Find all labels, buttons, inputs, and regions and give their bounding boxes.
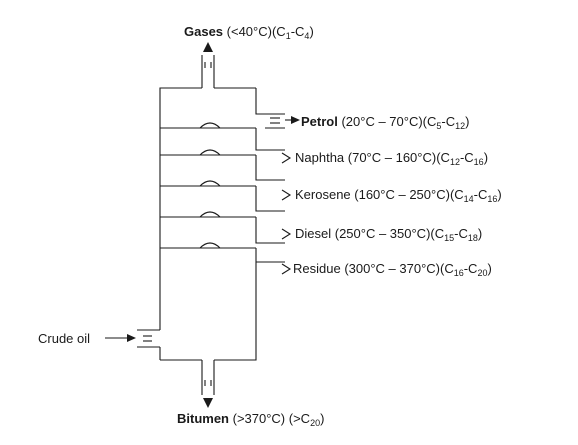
- fraction-range-sub-2: 16: [474, 157, 484, 167]
- bubble-cap-1: [199, 122, 221, 129]
- fraction-label-kerosene: Kerosene (160°C – 250°C)(C14-C16): [295, 187, 502, 204]
- bitumen-name: Bitumen: [177, 411, 229, 426]
- fraction-label-residue: Residue (300°C – 370°C)(C16-C20): [293, 261, 492, 278]
- fraction-range-suffix: ): [465, 114, 469, 129]
- fraction-range-sub-2: 12: [455, 121, 465, 131]
- gases-range-prefix: (C: [272, 24, 286, 39]
- bubble-cap-3: [199, 180, 221, 187]
- fraction-temp: (160°C – 250°C): [351, 187, 450, 202]
- bitumen-range-prefix: (>C: [289, 411, 310, 426]
- fraction-range-prefix: (C: [423, 114, 437, 129]
- side-draw-arrows: [281, 152, 292, 275]
- fraction-range-sub-1: 5: [436, 121, 441, 131]
- column-trays: [160, 122, 256, 249]
- bitumen-range-sub-1: 20: [310, 418, 320, 428]
- fraction-name: Diesel: [295, 226, 331, 241]
- fraction-range-mid: -C: [460, 150, 474, 165]
- kerosene-arrow-icon: [281, 189, 292, 201]
- distillation-column: [159, 87, 257, 361]
- right-wall-segment-5: [255, 217, 285, 244]
- bubble-cap-4: [199, 211, 221, 218]
- fraction-range-prefix: (C: [436, 150, 450, 165]
- bubble-cap-2: [199, 149, 221, 156]
- feed-arrow-icon: [127, 334, 136, 342]
- fraction-range-sub-2: 20: [477, 268, 487, 278]
- right-wall-segment-2: [255, 128, 285, 151]
- fraction-name: Residue: [293, 261, 341, 276]
- fraction-range-sub-1: 15: [444, 233, 454, 243]
- gases-range-sub-1: 1: [286, 31, 291, 41]
- right-wall-segment-1: [255, 88, 285, 115]
- column-bottom-wall-right: [214, 262, 257, 361]
- bitumen-arrow-icon: [203, 398, 213, 408]
- fraction-range-suffix: ): [497, 187, 501, 202]
- fraction-range-prefix: (C: [430, 226, 444, 241]
- right-wall-segment-3: [255, 155, 285, 181]
- gases-range-mid: -C: [291, 24, 305, 39]
- fraction-temp: (300°C – 370°C): [341, 261, 440, 276]
- petrol-outlet-pipe: [256, 113, 300, 129]
- gases-arrow-icon: [203, 42, 213, 52]
- column-left-wall: [159, 87, 202, 330]
- gases-name: Gases: [184, 24, 223, 39]
- gases-range-suffix: ): [309, 24, 313, 39]
- fraction-temp: (70°C – 160°C): [344, 150, 436, 165]
- fraction-range-sub-1: 16: [454, 268, 464, 278]
- crude-oil-feed-pipe: [105, 329, 160, 348]
- fraction-name: Kerosene: [295, 187, 351, 202]
- gases-range-sub-2: 4: [304, 31, 309, 41]
- gases-label: Gases (<40°C)(C1-C4): [184, 24, 314, 41]
- fraction-range-prefix: (C: [450, 187, 464, 202]
- bitumen-temp: (>370°C): [229, 411, 289, 426]
- fraction-range-sub-2: 18: [468, 233, 478, 243]
- fraction-range-mid: -C: [474, 187, 488, 202]
- fraction-range-suffix: ): [484, 150, 488, 165]
- right-wall-segment-4: [255, 186, 285, 212]
- bitumen-label: Bitumen (>370°C) (>C20): [177, 411, 324, 428]
- fraction-name: Petrol: [301, 114, 338, 129]
- fraction-temp: (250°C – 350°C): [331, 226, 430, 241]
- fraction-range-mid: -C: [454, 226, 468, 241]
- fraction-range-sub-1: 12: [450, 157, 460, 167]
- fraction-name: Naphtha: [295, 150, 345, 165]
- bubble-cap-5: [199, 242, 221, 249]
- crude-oil-label: Crude oil: [38, 331, 90, 346]
- fraction-range-mid: -C: [441, 114, 455, 129]
- fraction-range-prefix: (C: [440, 261, 454, 276]
- fraction-range-mid: -C: [464, 261, 478, 276]
- fraction-range-sub-2: 16: [487, 194, 497, 204]
- bitumen-range-suffix: ): [320, 411, 324, 426]
- fraction-range-sub-1: 14: [464, 194, 474, 204]
- fraction-label-petrol: Petrol (20°C – 70°C)(C5-C12): [301, 114, 469, 131]
- fraction-temp: (20°C – 70°C): [338, 114, 423, 129]
- fraction-range-suffix: ): [478, 226, 482, 241]
- residue-arrow-icon: [281, 263, 292, 275]
- petrol-arrow-icon: [291, 116, 300, 124]
- gases-outlet-pipe: [201, 42, 215, 88]
- bitumen-outlet-pipe: [201, 360, 215, 408]
- fraction-range-suffix: ): [487, 261, 491, 276]
- fraction-label-naphtha: Naphtha (70°C – 160°C)(C12-C16): [295, 150, 488, 167]
- gases-temp: (<40°C): [223, 24, 272, 39]
- fraction-label-diesel: Diesel (250°C – 350°C)(C15-C18): [295, 226, 482, 243]
- naphtha-arrow-icon: [281, 152, 292, 164]
- diesel-arrow-icon: [281, 228, 292, 240]
